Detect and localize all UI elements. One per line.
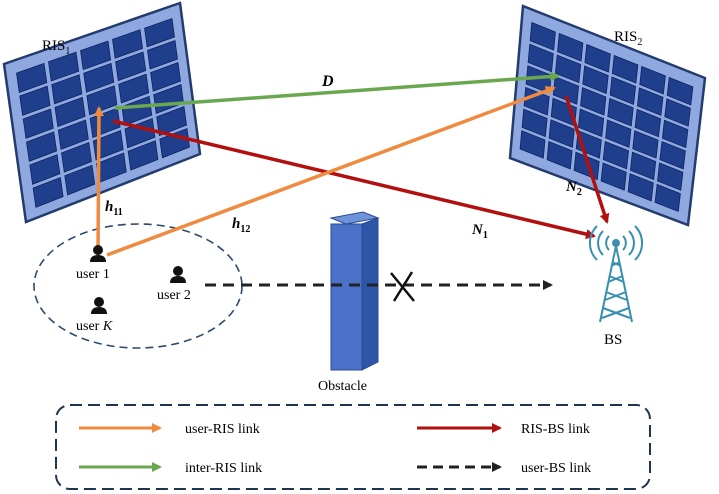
ris1-element: [92, 130, 124, 161]
ris2-element: [554, 54, 582, 84]
ris2-element: [657, 162, 684, 191]
ris1-element: [32, 176, 64, 208]
ris1-element: [118, 73, 150, 104]
ris2-element: [577, 108, 605, 138]
user2-label: user 2: [157, 288, 191, 303]
ris2-element: [582, 65, 609, 95]
ris2-element: [557, 32, 584, 62]
ris2-element: [600, 162, 627, 191]
inter-ris-link-D: [114, 71, 560, 110]
ris2-element: [584, 43, 611, 73]
ris2-element: [636, 87, 664, 116]
ris2-bs-link-N2: [564, 95, 610, 224]
obstacle-block: [329, 211, 380, 371]
legend-user-bs-label: user-BS link: [521, 461, 591, 476]
ris1-element: [127, 140, 159, 171]
ris2-element: [659, 141, 686, 170]
ris1-element: [121, 95, 153, 126]
user1-label: user 1: [76, 267, 110, 282]
legend-user-ris-label: user-RIS link: [185, 422, 260, 437]
ris1-element: [112, 29, 144, 59]
ris1-element: [29, 154, 61, 185]
legend: user-RIS link inter-RIS link RIS-BS link…: [55, 404, 651, 490]
obstacle-label: Obstacle: [318, 379, 367, 394]
user1-icon: [90, 245, 106, 262]
ris2-panel: [508, 4, 707, 227]
ris1-element: [80, 40, 112, 71]
userK-icon: [91, 297, 107, 314]
ris1-element: [83, 62, 115, 93]
ris2-element: [605, 119, 632, 148]
ris1-element: [19, 85, 51, 116]
label-h12: h12: [232, 216, 250, 235]
ris2-element: [521, 108, 548, 138]
legend-inter-ris-label: inter-RIS link: [185, 461, 262, 476]
bs-label: BS: [604, 332, 622, 348]
ris2-element: [666, 76, 694, 106]
ris1-label: RIS1: [42, 38, 70, 57]
ris1-element: [144, 17, 175, 48]
ris2-label: RIS2: [614, 29, 642, 48]
ris2-element: [634, 108, 662, 138]
label-N1: N1: [471, 222, 488, 241]
label-h11: h11: [105, 199, 123, 218]
ris2-element: [664, 98, 691, 127]
ris2-element: [573, 151, 600, 181]
user2-icon: [170, 266, 186, 283]
user1-ris1-link-h11: [93, 106, 104, 254]
bs-tower-icon: [588, 225, 644, 323]
userK-label: user K: [76, 319, 113, 334]
ris2-element: [654, 183, 681, 213]
ris1-element: [54, 96, 86, 128]
ris1-panel: [2, 1, 202, 224]
ris2-element: [609, 76, 637, 105]
ris1-element: [147, 40, 178, 70]
ris2-element: [580, 87, 607, 116]
ris2-element: [627, 173, 654, 202]
ris2-element: [661, 119, 689, 149]
ris2-element: [548, 119, 575, 148]
ris2-element: [611, 54, 639, 84]
ris1-element: [156, 106, 187, 137]
ris2-element: [529, 21, 556, 51]
ris2-element: [629, 151, 657, 181]
ris2-element: [632, 130, 659, 159]
ris1-element: [64, 164, 96, 196]
ris1-element: [22, 108, 54, 139]
ris2-element: [546, 140, 573, 170]
ris1-element: [26, 131, 58, 162]
ris2-element: [607, 97, 634, 127]
ris1-element: [51, 74, 83, 105]
ris1-element: [150, 62, 181, 92]
ris1-element: [115, 51, 147, 82]
ris2-element: [639, 65, 666, 95]
ris1-element: [57, 119, 89, 150]
ris1-element: [61, 142, 92, 173]
ris2-element: [519, 130, 546, 159]
blocked-cross-icon: [390, 271, 415, 302]
user1-ris2-link-h12: [106, 86, 556, 257]
ris1-element: [124, 118, 156, 149]
label-N2: N2: [565, 179, 582, 198]
ris2-element: [602, 140, 630, 170]
label-D: D: [321, 73, 334, 90]
legend-ris-bs-label: RIS-BS link: [521, 422, 590, 437]
ris1-element: [48, 51, 80, 82]
ris1-element: [16, 62, 48, 93]
ris1-bs-link-N1: [112, 119, 596, 240]
